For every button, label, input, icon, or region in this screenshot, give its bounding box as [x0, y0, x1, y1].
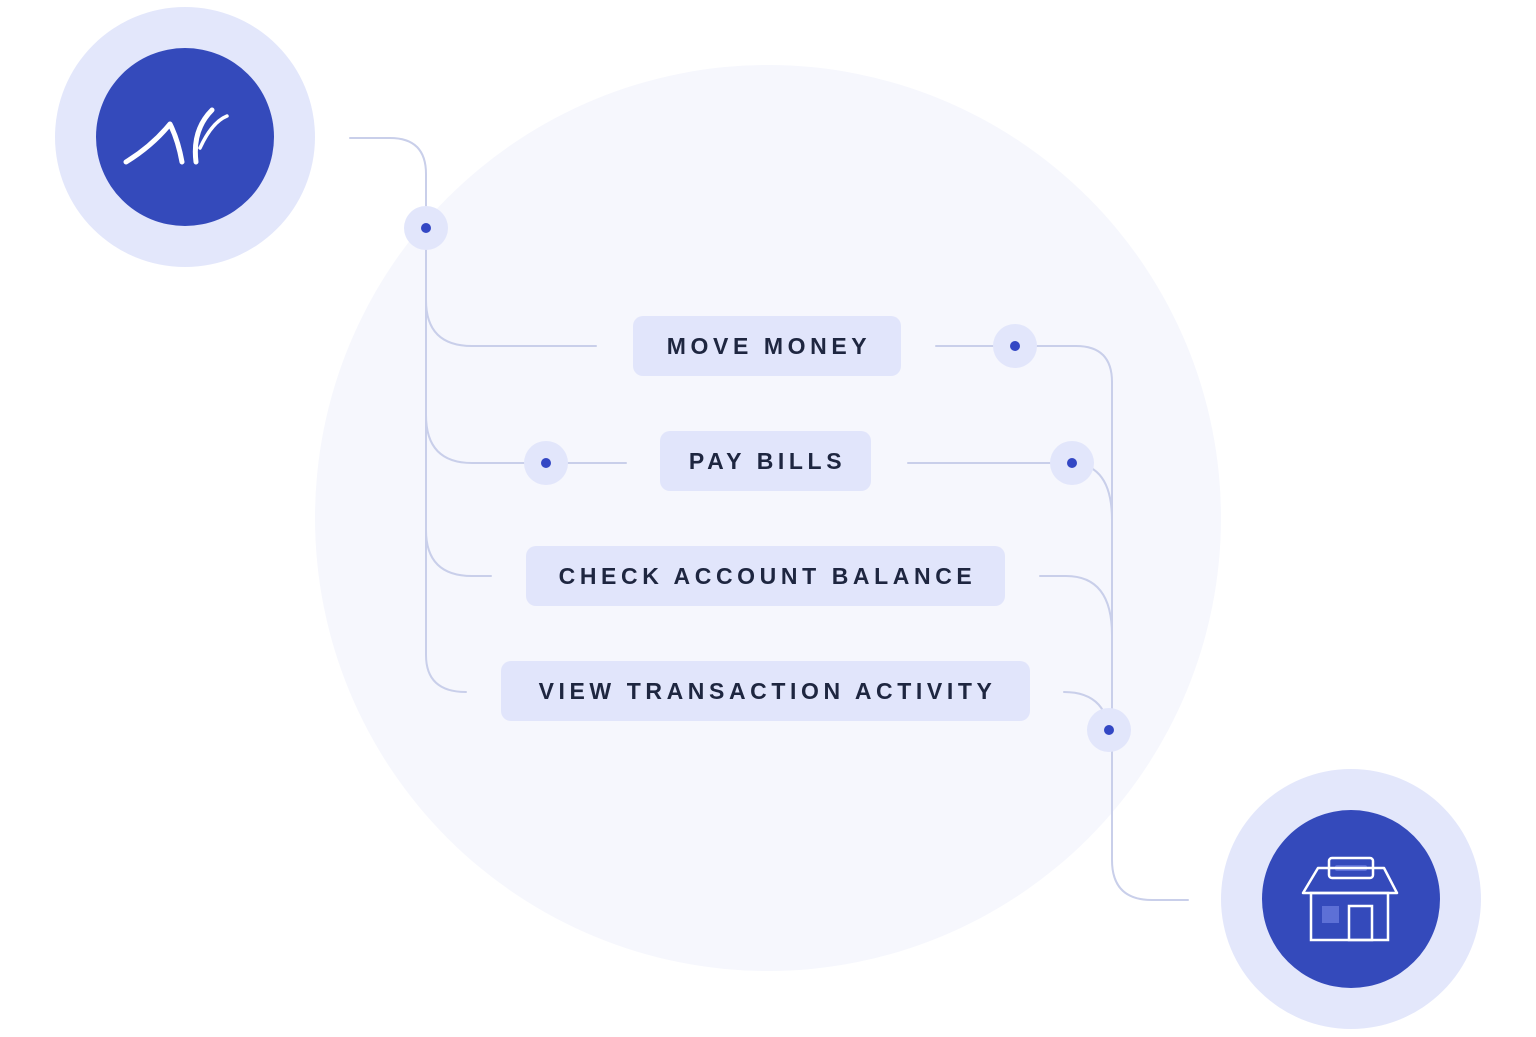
brand-logo-icon — [123, 107, 229, 165]
branch-check-balance-left — [425, 529, 492, 577]
background-circle — [315, 65, 1221, 971]
pay-bills-label: PAY BILLS — [688, 447, 847, 474]
pay-bills-button[interactable]: PAY BILLS — [660, 431, 871, 491]
junction-dot — [993, 324, 1037, 368]
branch-move-money-right — [935, 345, 1113, 383]
storefront-icon — [1301, 856, 1399, 942]
junction-dot — [524, 441, 568, 485]
junction-dot — [1087, 708, 1131, 752]
left-trunk-line — [349, 137, 467, 693]
move-money-button[interactable]: MOVE MONEY — [633, 316, 901, 376]
view-transaction-activity-label: VIEW TRANSACTION ACTIVITY — [538, 677, 997, 704]
brand-node-circle — [96, 48, 274, 226]
right-trunk-line — [1111, 381, 1189, 901]
junction-dot — [404, 206, 448, 250]
merchant-node — [1221, 769, 1481, 1029]
view-transaction-activity-button[interactable]: VIEW TRANSACTION ACTIVITY — [501, 661, 1030, 721]
branch-pay-bills-left — [425, 414, 627, 464]
check-account-balance-button[interactable]: CHECK ACCOUNT BALANCE — [526, 546, 1005, 606]
junction-dot — [1050, 441, 1094, 485]
merchant-node-circle — [1262, 810, 1440, 988]
check-account-balance-label: CHECK ACCOUNT BALANCE — [558, 562, 977, 589]
move-money-label: MOVE MONEY — [666, 332, 872, 359]
branch-move-money-left — [425, 299, 597, 347]
junction-dots — [404, 206, 1131, 752]
brand-node — [55, 7, 315, 267]
